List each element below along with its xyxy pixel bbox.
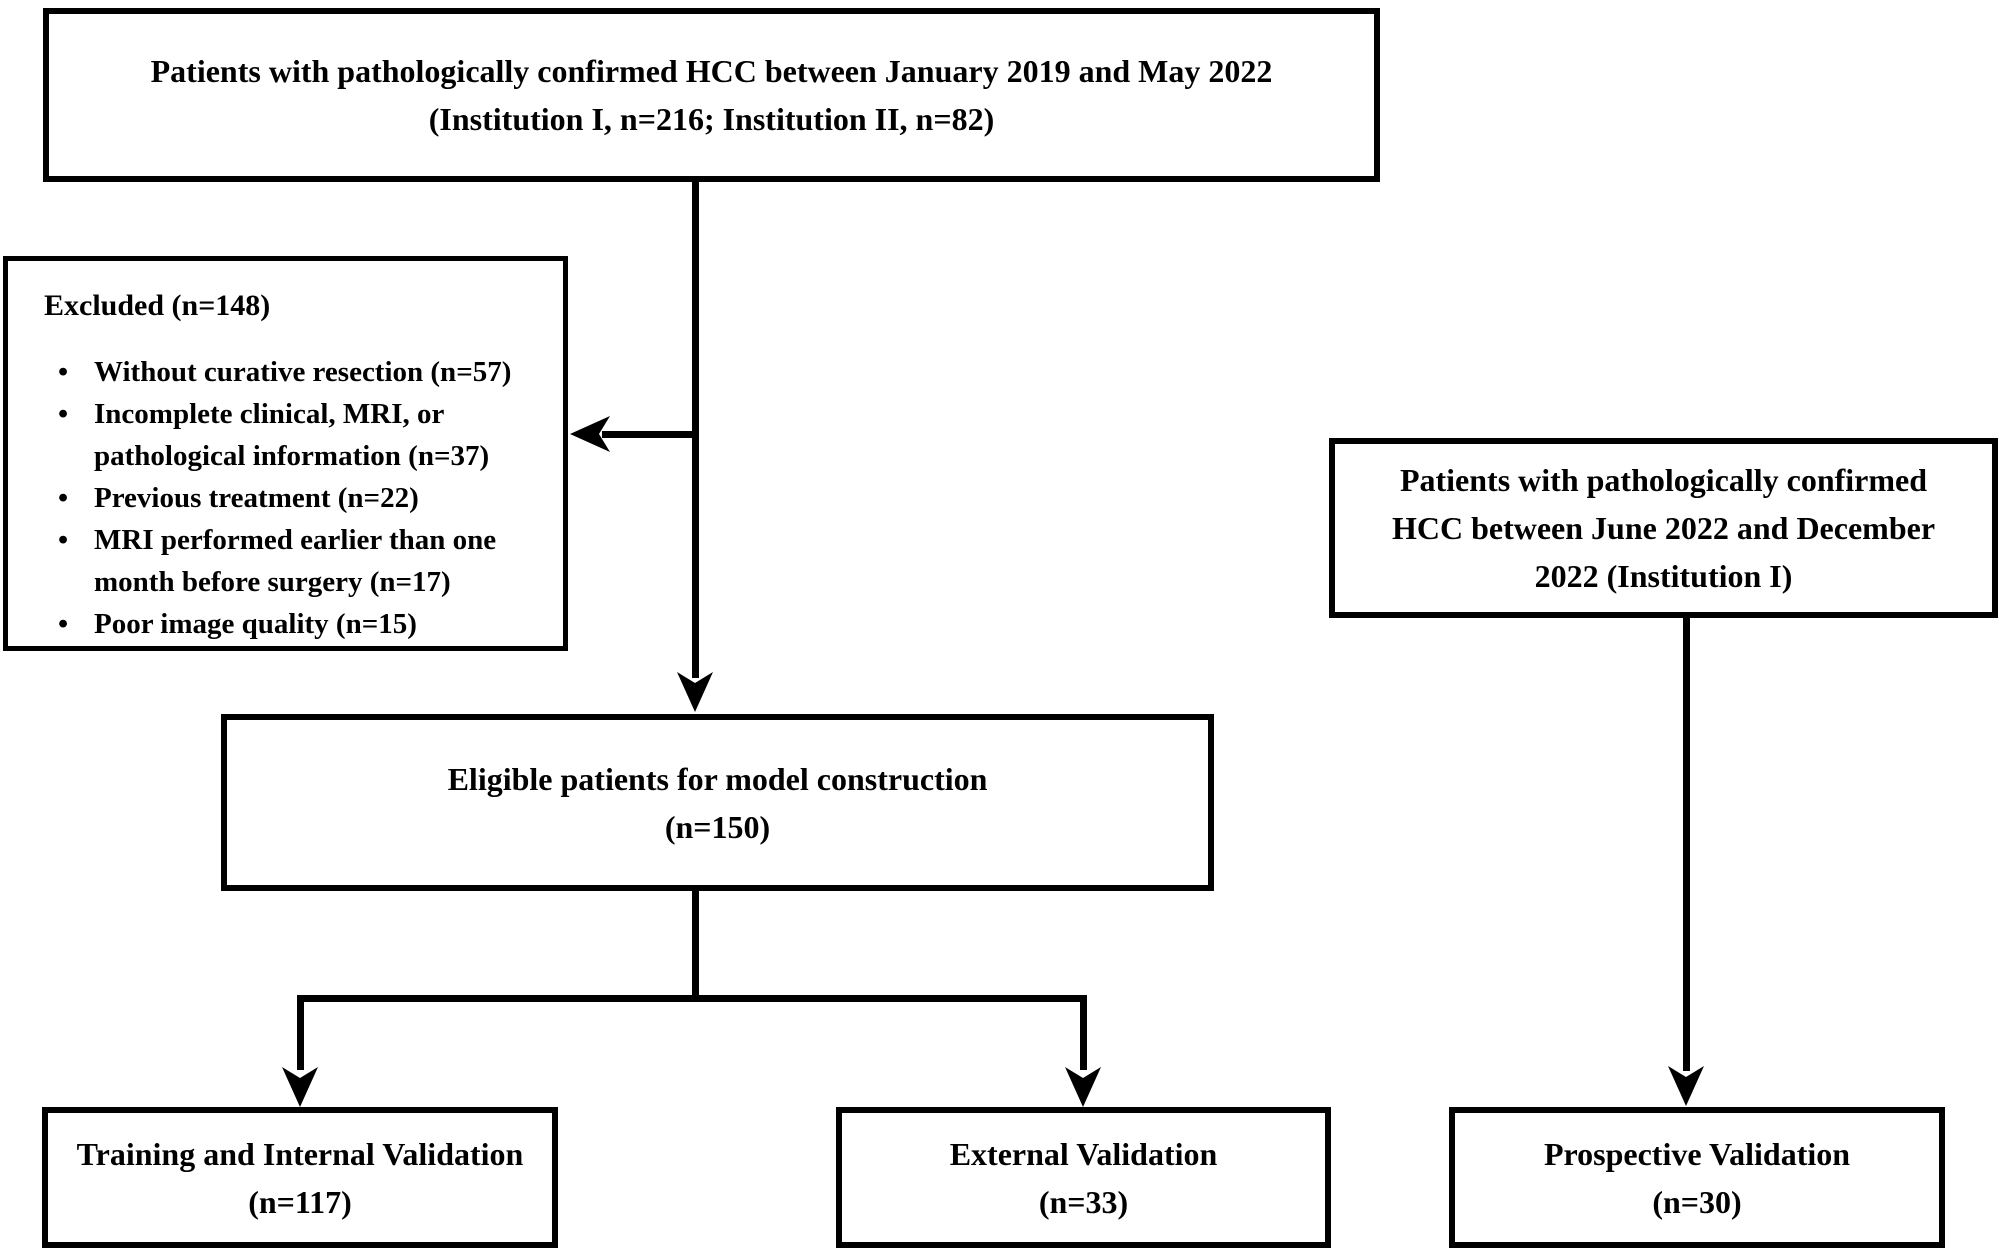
arrow-initial-to-eligible-line <box>692 182 699 678</box>
excluded-list: Without curative resection (n=57) Incomp… <box>44 351 545 645</box>
prospective-validation-line-1: Prospective Validation <box>1543 1135 1851 1172</box>
prospective-cohort-line-1: Patients with pathologically confirmed <box>1399 462 1928 498</box>
arrowhead-down-prospective-icon <box>1668 1066 1704 1106</box>
prospective-cohort-line-2: HCC between June 2022 and December <box>1391 510 1936 546</box>
prospective-validation-line-2: (n=30) <box>1652 1183 1742 1220</box>
arrowhead-down-training-icon <box>282 1067 318 1107</box>
arrow-to-training-line <box>297 995 304 1070</box>
excluded-item: Poor image quality (n=15) <box>44 603 545 645</box>
arrowhead-down-external-icon <box>1065 1067 1101 1107</box>
eligible-patients-box: Eligible patients for model construction… <box>221 714 1214 891</box>
training-validation-line-1: Training and Internal Validation <box>76 1135 524 1172</box>
arrow-to-external-line <box>1080 995 1087 1070</box>
initial-cohort-line-1: Patients with pathologically confirmed H… <box>150 53 1273 89</box>
excluded-item: Incomplete clinical, MRI, or pathologica… <box>44 393 545 477</box>
eligible-patients-line-1: Eligible patients for model construction <box>447 760 988 797</box>
external-validation-line-1: External Validation <box>949 1135 1218 1172</box>
prospective-validation-box: Prospective Validation (n=30) <box>1449 1107 1945 1248</box>
arrow-initial-to-excluded-line <box>602 431 699 438</box>
eligible-patients-line-2: (n=150) <box>664 808 771 845</box>
arrowhead-left-excluded-icon <box>570 416 610 452</box>
prospective-cohort-box: Patients with pathologically confirmed H… <box>1329 438 1998 618</box>
training-validation-box: Training and Internal Validation (n=117) <box>42 1107 558 1248</box>
arrow-to-prospective-line <box>1683 616 1690 1071</box>
excluded-item: MRI performed earlier than one month bef… <box>44 519 545 603</box>
prospective-cohort-line-3: 2022 (Institution I) <box>1534 558 1793 594</box>
external-validation-line-2: (n=33) <box>1038 1183 1129 1220</box>
arrow-eligible-stem-line <box>692 891 699 1002</box>
external-validation-box: External Validation (n=33) <box>836 1107 1331 1248</box>
split-bar-line <box>297 995 1087 1002</box>
excluded-item: Previous treatment (n=22) <box>44 477 545 519</box>
initial-cohort-box: Patients with pathologically confirmed H… <box>43 8 1380 182</box>
excluded-box: Excluded (n=148) Without curative resect… <box>3 256 568 651</box>
training-validation-line-2: (n=117) <box>248 1183 352 1220</box>
excluded-item: Without curative resection (n=57) <box>44 351 545 393</box>
initial-cohort-line-2: (Institution I, n=216; Institution II, n… <box>428 101 995 137</box>
excluded-title: Excluded (n=148) <box>44 289 271 322</box>
arrowhead-down-eligible-icon <box>677 672 713 712</box>
